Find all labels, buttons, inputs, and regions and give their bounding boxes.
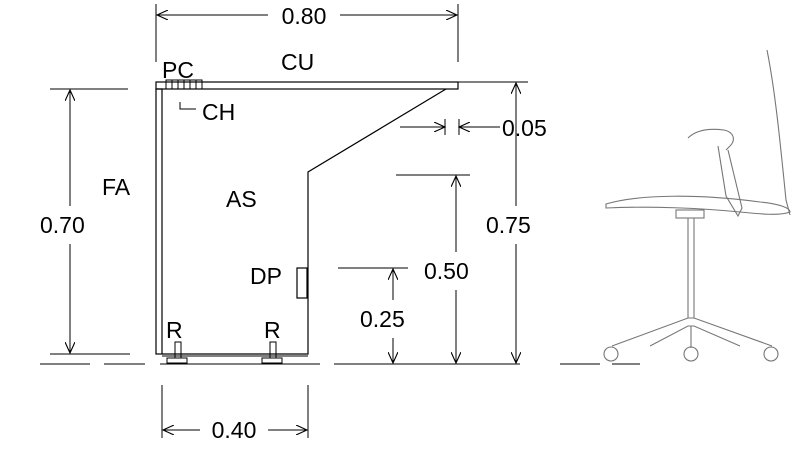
chair-caster-center — [683, 346, 699, 362]
label-r-right: R — [264, 317, 281, 343]
label-r-left: R — [166, 317, 183, 343]
office-chair-sketch — [603, 49, 791, 362]
chair-armrest-support — [717, 145, 743, 218]
dim-total-height: 0.75 — [486, 212, 531, 238]
chair-caster-left — [603, 346, 619, 362]
leveling-foot-left — [166, 341, 188, 364]
drawer-panel — [296, 267, 308, 299]
front-panel — [155, 88, 163, 355]
dim-total-width: 0.80 — [282, 3, 327, 29]
dimension-labels: 0.80 0.40 0.05 0.70 0.75 0.50 0.25 — [40, 3, 547, 443]
component-labels: PC CU CH FA AS DP R R — [102, 49, 314, 343]
dim-left-height: 0.70 — [40, 212, 85, 238]
label-dp: DP — [250, 263, 282, 289]
label-ch: CH — [202, 99, 235, 125]
dim-panel-height: 0.25 — [360, 306, 405, 332]
chair-seat — [605, 195, 791, 215]
label-as: AS — [226, 186, 257, 212]
chair-armrest — [687, 128, 734, 151]
leveling-foot-right — [261, 341, 283, 364]
label-fa: FA — [102, 174, 131, 200]
chair-caster-right — [763, 346, 779, 362]
chair-seat-mechanism — [675, 209, 705, 219]
cable-holder — [179, 102, 196, 110]
chair-base — [611, 317, 773, 348]
dim-support-height: 0.50 — [424, 258, 469, 284]
dim-overhang: 0.05 — [502, 115, 547, 141]
pc-connector — [165, 79, 203, 90]
label-pc: PC — [162, 57, 194, 83]
desk — [155, 79, 459, 364]
dim-base-width: 0.40 — [212, 417, 257, 443]
side-support-outline — [162, 88, 447, 355]
dimension-lines — [70, 15, 516, 430]
desktop-board — [155, 81, 459, 90]
chair-backrest — [766, 49, 791, 216]
label-cu: CU — [281, 49, 314, 75]
